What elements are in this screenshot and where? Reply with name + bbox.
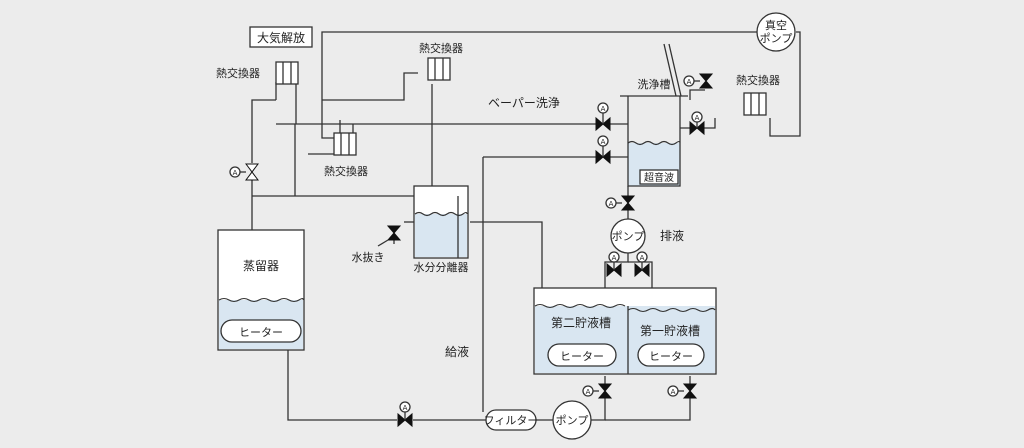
valve-wash-drain: A [605,195,636,211]
valve-tank1-in: A [634,251,650,278]
heat-exchanger-1: 熱交換器 [216,61,299,85]
valve-vent: A [683,73,714,89]
valve-distiller: A [229,163,259,181]
actuator-label: A [403,404,408,412]
pump-drain-label: ポンプ [612,230,645,243]
hx2-label: 熱交換器 [419,41,463,55]
vacuum-pump: 真空 ポンプ [756,12,796,52]
heat-exchanger-4: 熱交換器 [736,73,780,116]
heat-exchanger-2: 熱交換器 [419,41,463,81]
filter: フィルター [484,409,539,431]
valve-supply: A [397,401,413,428]
water-separator: 水分分離器 水抜き [352,185,469,274]
wash-tank: 洗浄槽 超音波 [620,43,688,187]
hx4-label: 熱交換器 [736,73,780,87]
hx3-label: 熱交換器 [324,164,368,178]
valve-drain-water [377,225,402,247]
distiller-label: 蒸留器 [243,259,279,273]
supply-pump: ポンプ [552,400,592,440]
heater-2-label: ヒーター [560,350,604,363]
piping [251,31,801,421]
drain-label: 排液 [660,228,684,243]
vapor-cleaning-label: ベーパー洗浄 [488,96,560,110]
actuator-label: A [601,138,606,146]
pump-supply-label: ポンプ [556,414,589,427]
distiller: 蒸留器 ヒーター [217,229,305,351]
atmosphere-vent: 大気解放 [249,26,313,48]
atmosphere-label: 大気解放 [257,30,305,45]
actuator-label: A [612,254,617,262]
actuator-label: A [695,114,700,122]
tank-1-label: 第一貯液槽 [640,323,700,338]
valve-tank2-in: A [606,251,622,278]
valve-tank2-out: A [582,383,613,399]
storage-tanks: 第二貯液槽 第一貯液槽 ヒーター ヒーター [533,287,717,375]
actuator-label: A [233,169,238,177]
actuator-label: A [586,388,591,396]
heat-exchanger-3: 熱交換器 [324,132,368,178]
valve-exhaust: A [689,111,705,136]
valve-vapor-cleaning: A [595,102,611,132]
valve-wash-inlet: A [595,135,611,165]
heater-3-label: ヒーター [649,350,693,363]
actuator-label: A [609,200,614,208]
actuator-label: A [640,254,645,262]
hx1-label: 熱交換器 [216,66,260,80]
heater-1-label: ヒーター [239,326,283,339]
tank-2-label: 第二貯液槽 [551,315,611,330]
actuator-label: A [601,105,606,113]
drain-pump: ポンプ 排液 [610,218,684,254]
drain-water-label: 水抜き [352,250,385,264]
actuator-label: A [671,388,676,396]
vacuum-pump-label-2: ポンプ [760,32,793,45]
wash-tank-label: 洗浄槽 [638,77,671,91]
ultrasonic-label: 超音波 [644,171,674,184]
valve-tank1-out: A [667,383,698,399]
actuator-label: A [687,78,692,86]
vacuum-pump-label-1: 真空 [765,18,787,32]
filter-label: フィルター [484,414,539,427]
water-separator-label: 水分分離器 [414,260,469,274]
supply-label: 給液 [445,344,469,359]
valves: A A A A A [229,73,714,428]
